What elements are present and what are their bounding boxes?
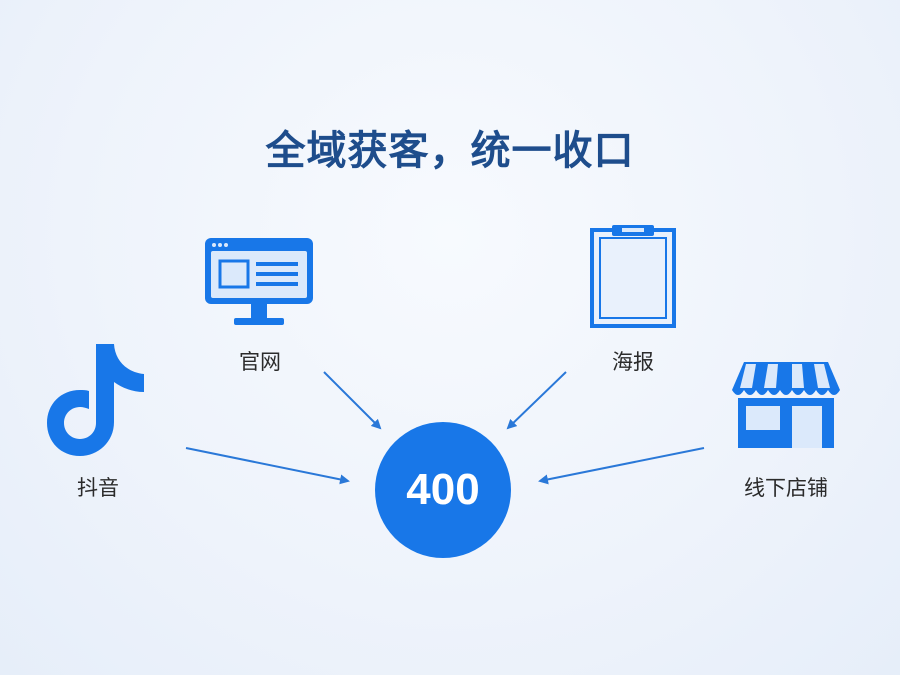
arrow-store	[538, 447, 705, 485]
arrow-guanwang	[323, 371, 382, 430]
hub-label: 400	[406, 465, 480, 514]
arrow-douyin	[185, 447, 350, 485]
source-label: 线下店铺	[744, 476, 828, 500]
source-label: 海报	[612, 350, 654, 374]
hub-400-circle: 400	[375, 422, 511, 558]
source-label: 官网	[239, 350, 281, 374]
source-label: 抖音	[77, 476, 119, 500]
arrow-haibao	[506, 371, 567, 430]
diagram-title: 全域获客，统一收口	[265, 128, 635, 174]
